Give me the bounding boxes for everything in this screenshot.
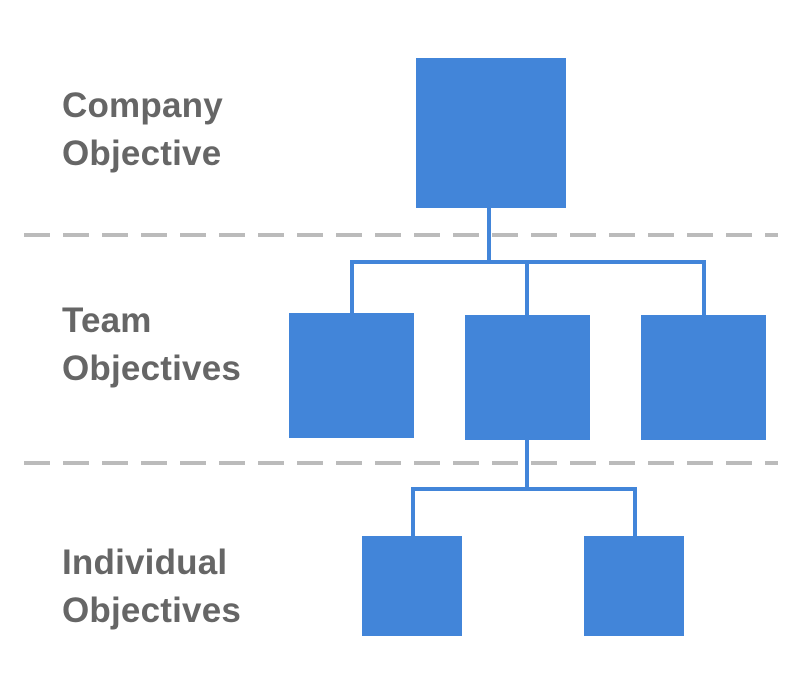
team-objective-node [465,315,590,440]
level-label-team-line1: Team [62,301,152,340]
team-objective-node [289,313,414,438]
level-label-individual-line2: Objectives [62,591,242,630]
connectors-company-to-teams [350,206,706,317]
individual-objective-node [584,536,684,636]
level-label-individual-line1: Individual [62,543,228,582]
level-label-team: Team Objectives [62,297,241,393]
connectors-team-to-individuals [411,437,637,538]
team-objective-node [641,315,766,440]
individual-objective-node [362,536,462,636]
level-label-team-line2: Objectives [62,349,242,388]
level-label-company-line1: Company [62,86,223,125]
level-label-company: Company Objective [62,82,223,178]
level-label-individual: Individual Objectives [62,539,241,635]
company-objective-node [416,58,566,208]
level-label-company-line2: Objective [62,134,222,173]
